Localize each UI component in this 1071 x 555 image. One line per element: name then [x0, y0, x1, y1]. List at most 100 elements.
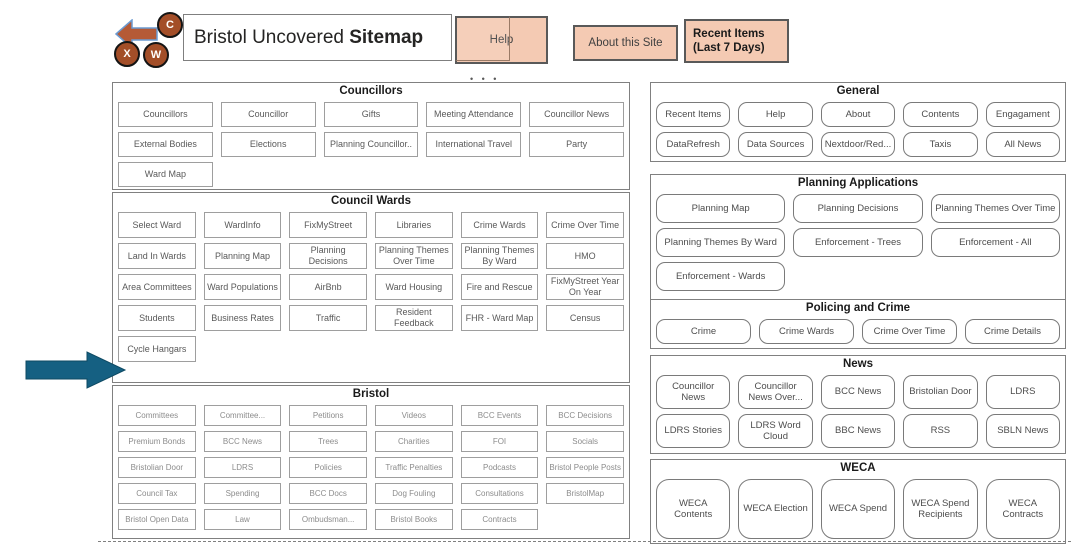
tile-contracts-button[interactable]: Contracts	[460, 509, 539, 530]
tile-ombudsman-button[interactable]: Ombudsman...	[289, 509, 367, 530]
tile-students-button[interactable]: Students	[118, 305, 196, 331]
tile-enforcement-wards-button[interactable]: Enforcement - Wards	[656, 262, 786, 291]
tile-ldrs-button[interactable]: LDRS	[985, 375, 1060, 409]
tile-crime-over-time-button[interactable]: Crime Over Time	[862, 319, 957, 344]
tile-planning-map-button[interactable]: Planning Map	[656, 194, 786, 223]
tile-planning-themes-by-ward-button[interactable]: Planning Themes By Ward	[656, 228, 786, 257]
nav-circle-c-button[interactable]: C	[157, 12, 183, 38]
tile-fire-and-rescue-button[interactable]: Fire and Rescue	[460, 274, 539, 300]
tile-trees-button[interactable]: Trees	[289, 431, 367, 452]
tile-socials-button[interactable]: Socials	[546, 431, 624, 452]
tile-contents-button[interactable]: Contents	[903, 102, 978, 127]
tile-weca-election-button[interactable]: WECA Election	[738, 479, 813, 539]
tile-select-ward-button[interactable]: Select Ward	[118, 212, 196, 238]
tile-bcc-events-button[interactable]: BCC Events	[460, 405, 539, 426]
tile-bcc-docs-button[interactable]: BCC Docs	[289, 483, 367, 504]
tile-all-news-button[interactable]: All News	[985, 132, 1060, 157]
tile-external-bodies-button[interactable]: External Bodies	[118, 132, 213, 157]
recent-items-button[interactable]: Recent Items (Last 7 Days)	[684, 19, 789, 63]
tile-traffic-button[interactable]: Traffic	[289, 305, 367, 331]
tile-bristol-books-button[interactable]: Bristol Books	[374, 509, 453, 530]
tile-councillor-news-button[interactable]: Councillor News	[529, 102, 624, 127]
tile-law-button[interactable]: Law	[203, 509, 282, 530]
tile-planning-councillor-button[interactable]: Planning Councillor..	[323, 132, 419, 157]
tile-party-button[interactable]: Party	[529, 132, 624, 157]
tile-bcc-news-button[interactable]: BCC News	[820, 375, 896, 409]
tile-libraries-button[interactable]: Libraries	[374, 212, 453, 238]
about-this-site-button[interactable]: About this Site	[573, 25, 678, 61]
tile-bristolian-door-button[interactable]: Bristolian Door	[903, 375, 978, 409]
tile-traffic-penalties-button[interactable]: Traffic Penalties	[374, 457, 453, 478]
tile-airbnb-button[interactable]: AirBnb	[289, 274, 367, 300]
tile-nextdoor-red-button[interactable]: Nextdoor/Red...	[820, 132, 896, 157]
tile-sbln-news-button[interactable]: SBLN News	[985, 414, 1060, 448]
tile-fhr-ward-map-button[interactable]: FHR - Ward Map	[460, 305, 539, 331]
tile-councillor-news-button[interactable]: Councillor News	[656, 375, 731, 409]
nav-circle-w-button[interactable]: W	[143, 42, 169, 68]
tile-crime-wards-button[interactable]: Crime Wards	[759, 319, 854, 344]
tile-resident-feedback-button[interactable]: Resident Feedback	[374, 305, 453, 331]
tile-bbc-news-button[interactable]: BBC News	[820, 414, 896, 448]
tile-dog-fouling-button[interactable]: Dog Fouling	[374, 483, 453, 504]
tile-crime-details-button[interactable]: Crime Details	[965, 319, 1060, 344]
tile-petitions-button[interactable]: Petitions	[289, 405, 367, 426]
tile-bcc-news-button[interactable]: BCC News	[203, 431, 282, 452]
tile-recent-items-button[interactable]: Recent Items	[656, 102, 731, 127]
tile-planning-themes-over-time-button[interactable]: Planning Themes Over Time	[930, 194, 1060, 223]
tile-ward-map-button[interactable]: Ward Map	[118, 162, 213, 187]
tile-videos-button[interactable]: Videos	[374, 405, 453, 426]
tile-weca-contents-button[interactable]: WECA Contents	[656, 479, 731, 539]
tile-policies-button[interactable]: Policies	[289, 457, 367, 478]
tile-gifts-button[interactable]: Gifts	[323, 102, 419, 127]
help-button[interactable]: Help	[455, 16, 548, 64]
tile-bristolmap-button[interactable]: BristolMap	[546, 483, 624, 504]
tile-charities-button[interactable]: Charities	[374, 431, 453, 452]
tile-datarefresh-button[interactable]: DataRefresh	[656, 132, 731, 157]
tile-international-travel-button[interactable]: International Travel	[426, 132, 522, 157]
tile-ward-populations-button[interactable]: Ward Populations	[203, 274, 282, 300]
tile-about-button[interactable]: About	[820, 102, 896, 127]
tile-councillor-news-over-button[interactable]: Councillor News Over...	[738, 375, 813, 409]
tile-planning-decisions-button[interactable]: Planning Decisions	[793, 194, 923, 223]
tile-cycle-hangars-button[interactable]: Cycle Hangars	[118, 336, 196, 362]
tile-bcc-decisions-button[interactable]: BCC Decisions	[546, 405, 624, 426]
tile-fixmystreet-button[interactable]: FixMyStreet	[289, 212, 367, 238]
tile-ward-housing-button[interactable]: Ward Housing	[374, 274, 453, 300]
tile-land-in-wards-button[interactable]: Land In Wards	[118, 243, 196, 269]
tile-council-tax-button[interactable]: Council Tax	[118, 483, 196, 504]
tile-crime-wards-button[interactable]: Crime Wards	[460, 212, 539, 238]
tile-hmo-button[interactable]: HMO	[546, 243, 624, 269]
tile-bristol-open-data-button[interactable]: Bristol Open Data	[118, 509, 196, 530]
tile-engagament-button[interactable]: Engagament	[985, 102, 1060, 127]
tile-weca-contracts-button[interactable]: WECA Contracts	[985, 479, 1060, 539]
nav-circle-x-button[interactable]: X	[114, 41, 140, 67]
tile-enforcement-trees-button[interactable]: Enforcement - Trees	[793, 228, 923, 257]
tile-councillors-button[interactable]: Councillors	[118, 102, 213, 127]
tile-crime-button[interactable]: Crime	[656, 319, 751, 344]
tile-foi-button[interactable]: FOI	[460, 431, 539, 452]
tile-data-sources-button[interactable]: Data Sources	[738, 132, 813, 157]
tile-consultations-button[interactable]: Consultations	[460, 483, 539, 504]
tile-councillor-button[interactable]: Councillor	[220, 102, 316, 127]
tile-rss-button[interactable]: RSS	[903, 414, 978, 448]
tile-ldrs-stories-button[interactable]: LDRS Stories	[656, 414, 731, 448]
tile-committee-button[interactable]: Committee...	[203, 405, 282, 426]
tile-premium-bonds-button[interactable]: Premium Bonds	[118, 431, 196, 452]
tile-planning-decisions-button[interactable]: Planning Decisions	[289, 243, 367, 269]
tile-planning-themes-by-ward-button[interactable]: Planning Themes By Ward	[460, 243, 539, 269]
tile-planning-themes-over-time-button[interactable]: Planning Themes Over Time	[374, 243, 453, 269]
tile-podcasts-button[interactable]: Podcasts	[460, 457, 539, 478]
tile-meeting-attendance-button[interactable]: Meeting Attendance	[426, 102, 522, 127]
tile-weca-spend-button[interactable]: WECA Spend	[820, 479, 896, 539]
tile-help-button[interactable]: Help	[738, 102, 813, 127]
tile-business-rates-button[interactable]: Business Rates	[203, 305, 282, 331]
tile-enforcement-all-button[interactable]: Enforcement - All	[930, 228, 1060, 257]
tile-planning-map-button[interactable]: Planning Map	[203, 243, 282, 269]
tile-wardinfo-button[interactable]: WardInfo	[203, 212, 282, 238]
tile-committees-button[interactable]: Committees	[118, 405, 196, 426]
tile-area-committees-button[interactable]: Area Committees	[118, 274, 196, 300]
tile-ldrs-word-cloud-button[interactable]: LDRS Word Cloud	[738, 414, 813, 448]
tile-taxis-button[interactable]: Taxis	[903, 132, 978, 157]
tile-ldrs-button[interactable]: LDRS	[203, 457, 282, 478]
tile-crime-over-time-button[interactable]: Crime Over Time	[546, 212, 624, 238]
